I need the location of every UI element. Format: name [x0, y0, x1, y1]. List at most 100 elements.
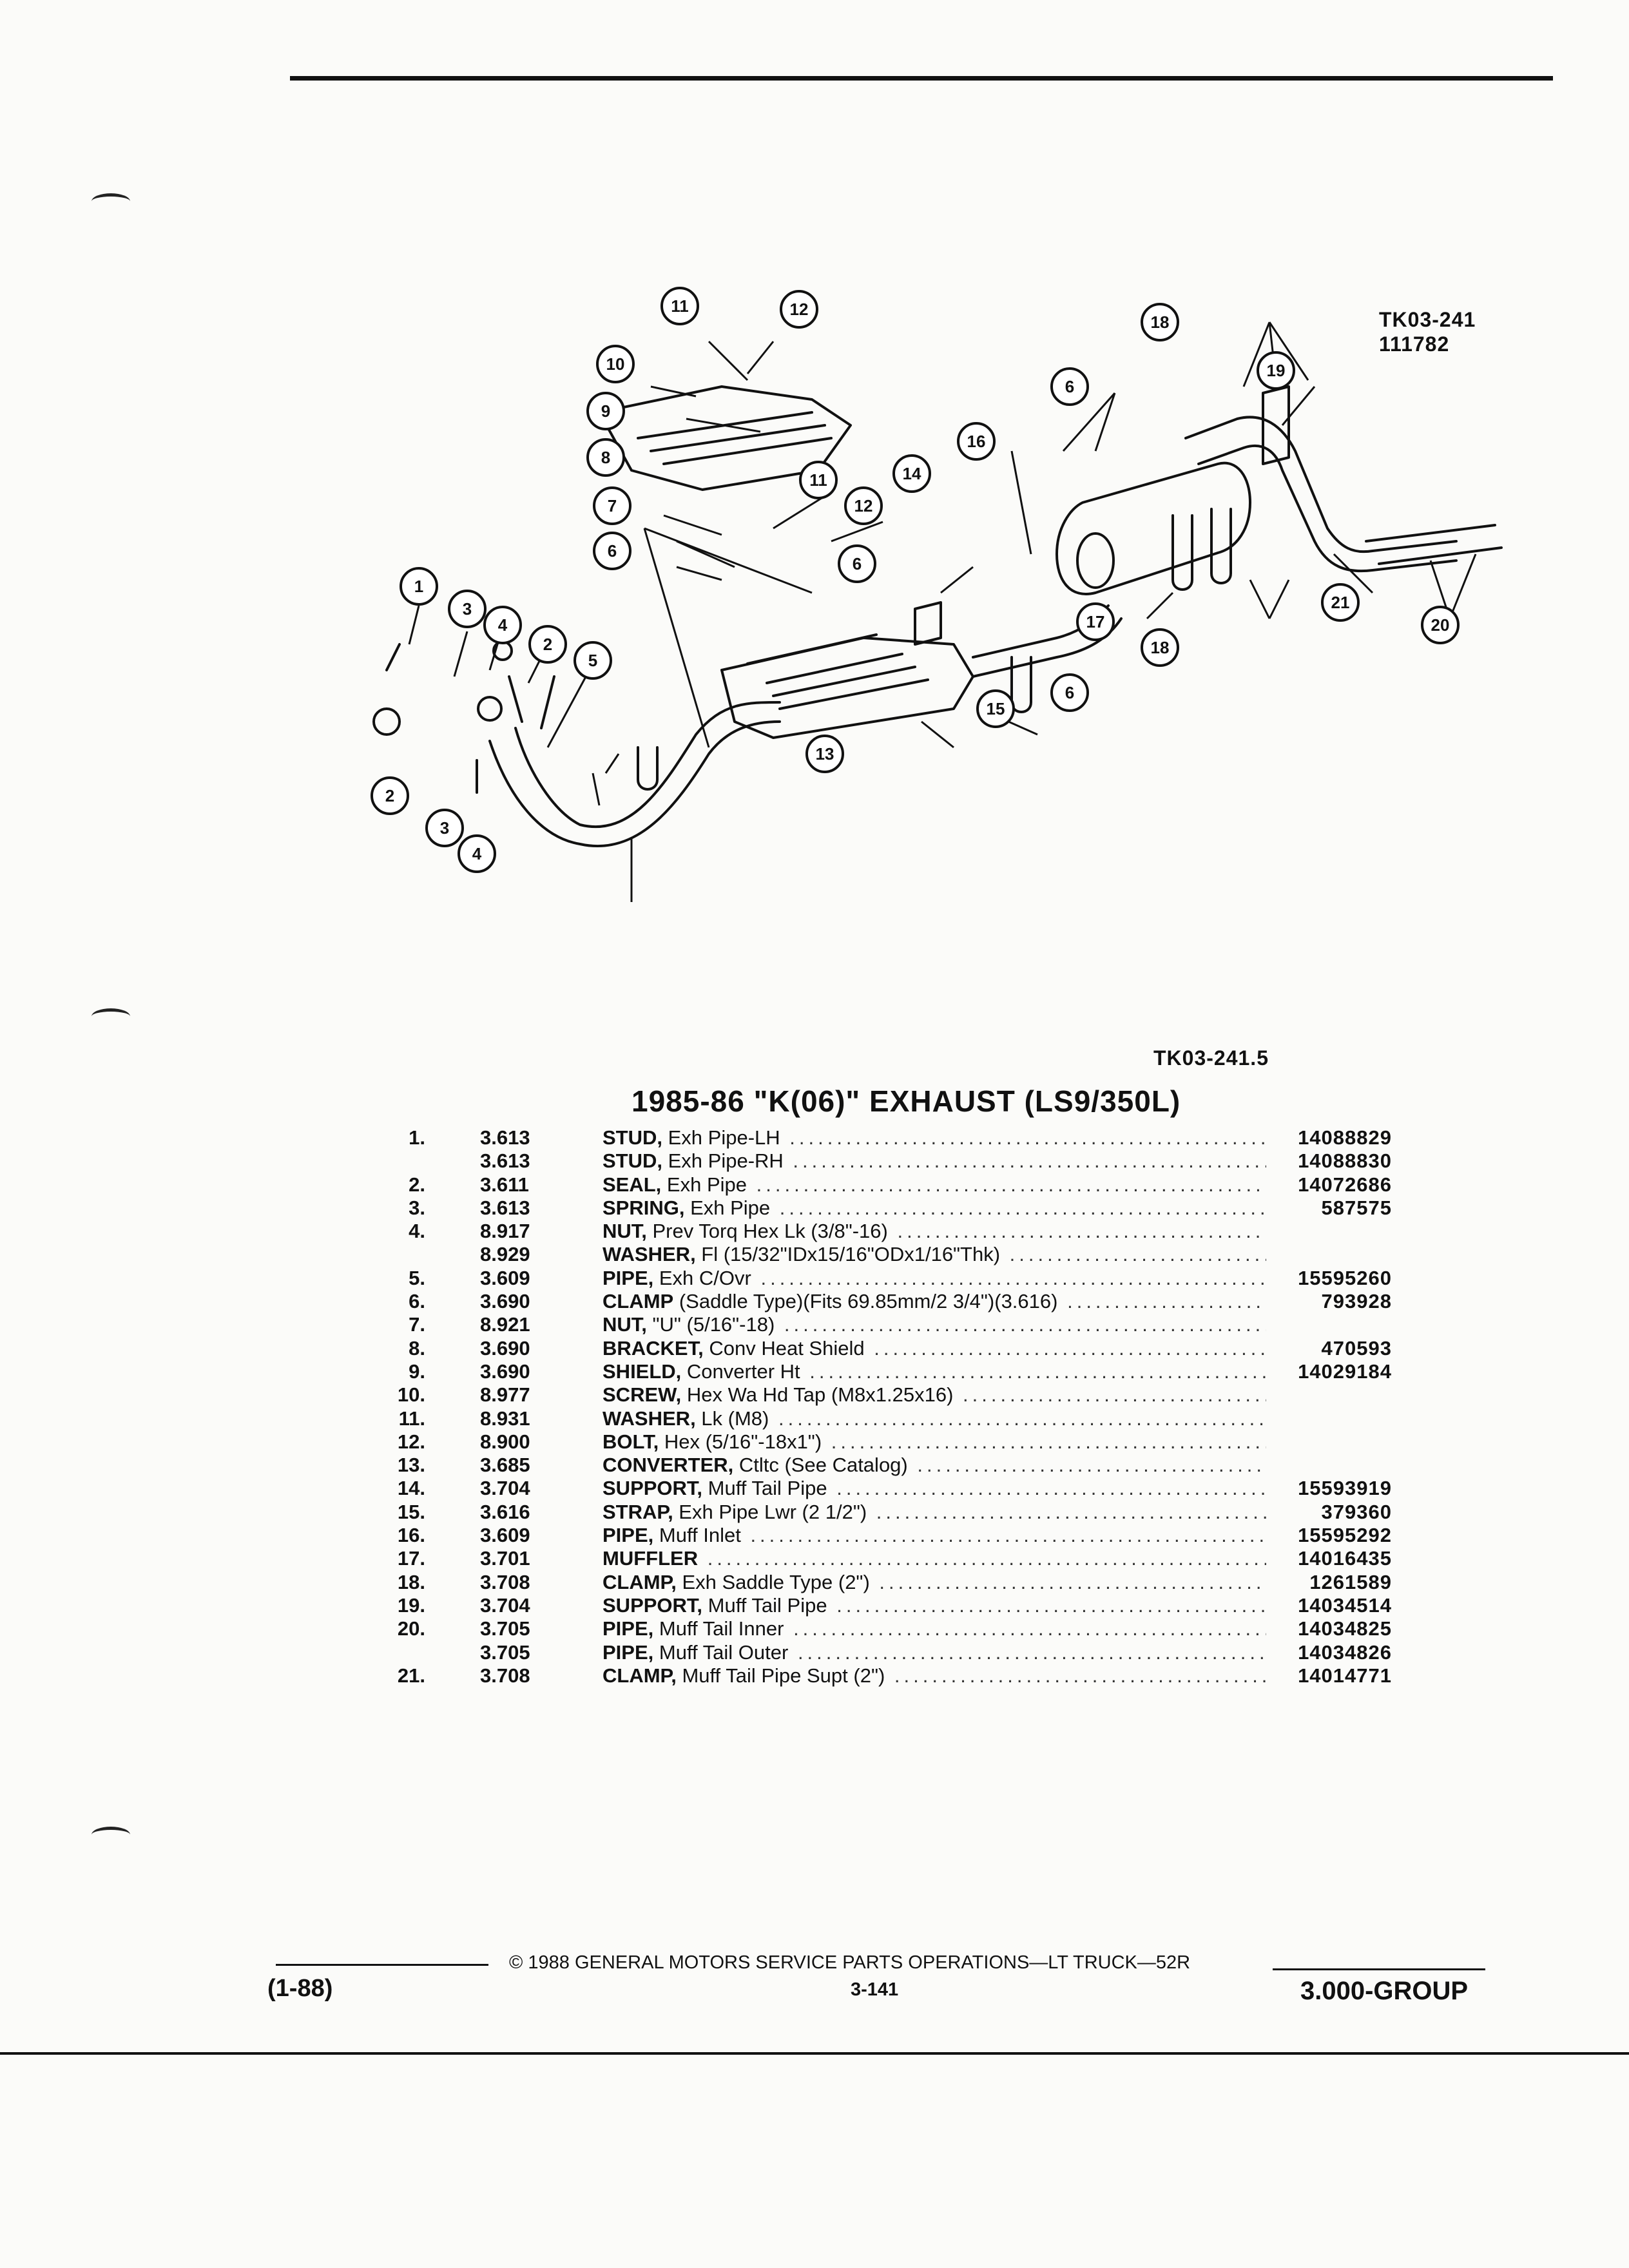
- group-number: 8.917: [480, 1220, 530, 1243]
- part-name: WASHER,: [602, 1407, 696, 1430]
- group-number: 3.708: [480, 1664, 530, 1687]
- group-number: 8.931: [480, 1407, 530, 1430]
- figure-code-bottom: TK03-241.5: [1153, 1046, 1269, 1070]
- part-description: STUD, Exh Pipe-LH ......................…: [602, 1126, 1266, 1149]
- part-description: NUT, "U" (5/16"-18) ....................…: [602, 1313, 1266, 1336]
- group-number: 3.705: [480, 1640, 530, 1664]
- callout-6: 6: [1050, 673, 1089, 712]
- part-description: CLAMP, Muff Tail Pipe Supt (2") ........…: [602, 1664, 1266, 1687]
- part-description: BOLT, Hex (5/16"-18x1") ................…: [602, 1430, 1266, 1454]
- callout-6: 6: [838, 544, 876, 583]
- item-number: 7.: [409, 1313, 425, 1336]
- part-name: STRAP,: [602, 1500, 673, 1523]
- callout-14: 14: [892, 454, 931, 493]
- binder-mark: [92, 1008, 130, 1024]
- part-number: 15595260: [1298, 1266, 1392, 1289]
- part-detail: Prev Torq Hex Lk (3/8"-16): [646, 1220, 888, 1243]
- item-number: 18.: [397, 1570, 425, 1593]
- callout-11: 11: [799, 461, 838, 499]
- leader-dots: ........................................…: [778, 1407, 1266, 1430]
- callout-12: 12: [780, 290, 818, 329]
- callout-3: 3: [425, 809, 464, 847]
- callout-6: 6: [1050, 367, 1089, 406]
- part-description: SCREW, Hex Wa Hd Tap (M8x1.25x16) ......…: [602, 1383, 1266, 1407]
- item-number: 19.: [397, 1593, 425, 1617]
- part-detail: Hex Wa Hd Tap (M8x1.25x16): [681, 1383, 954, 1407]
- part-number: 470593: [1321, 1336, 1392, 1360]
- callout-20: 20: [1421, 606, 1460, 644]
- item-number: 12.: [397, 1430, 425, 1453]
- leader-dots: ........................................…: [836, 1593, 1266, 1617]
- part-number: 587575: [1321, 1196, 1392, 1219]
- item-number: 16.: [397, 1524, 425, 1547]
- item-number: 11.: [398, 1407, 425, 1430]
- part-name: CONVERTER,: [602, 1454, 734, 1477]
- part-name: SHIELD,: [602, 1360, 682, 1383]
- svg-text:12: 12: [854, 496, 873, 515]
- item-number: 4.: [409, 1220, 425, 1243]
- part-name: CLAMP: [602, 1290, 674, 1313]
- svg-text:1: 1: [414, 577, 423, 596]
- part-detail: Muff Tail Outer: [653, 1640, 789, 1664]
- part-name: PIPE,: [602, 1640, 654, 1664]
- part-number: 14014771: [1298, 1664, 1392, 1687]
- leader-dots: ........................................…: [836, 1477, 1266, 1500]
- part-number: 379360: [1321, 1500, 1392, 1523]
- part-name: PIPE,: [602, 1524, 654, 1547]
- leader-dots: ........................................…: [809, 1360, 1266, 1383]
- svg-text:4: 4: [498, 615, 508, 635]
- svg-text:7: 7: [608, 496, 617, 515]
- callout-10: 10: [596, 345, 635, 383]
- callout-1: 1: [400, 567, 438, 606]
- part-name: PIPE,: [602, 1266, 654, 1289]
- part-description: SUPPORT, Muff Tail Pipe ................…: [602, 1594, 1266, 1617]
- leader-dots: ........................................…: [779, 1196, 1266, 1219]
- part-detail: Muff Tail Pipe Supt (2"): [676, 1664, 885, 1687]
- exhaust-exploded-diagram: 1 3 4 2 5 2 3 4 11 12 10 9 8 7 6 11 12 6…: [371, 287, 1503, 902]
- group-number: 3.609: [480, 1266, 530, 1289]
- parts-row: 21. 3.708 CLAMP, Muff Tail Pipe Supt (2") …: [335, 1664, 1392, 1687]
- callout-2: 2: [528, 625, 567, 664]
- leader-dots: ........................................…: [897, 1220, 1266, 1243]
- svg-text:6: 6: [1065, 683, 1074, 702]
- part-description: MUFFLER ................................…: [602, 1547, 1266, 1570]
- part-name: STUD,: [602, 1126, 662, 1149]
- part-detail: Fl (15/32"IDx15/16"ODx1/16"Thk): [695, 1243, 1001, 1266]
- svg-text:11: 11: [671, 296, 689, 316]
- group-number: 8.977: [480, 1383, 530, 1407]
- item-number: 15.: [397, 1500, 425, 1523]
- svg-text:11: 11: [809, 470, 827, 490]
- leader-dots: ........................................…: [797, 1640, 1266, 1664]
- part-detail: Converter Ht: [681, 1360, 800, 1383]
- part-description: CLAMP (Saddle Type)(Fits 69.85mm/2 3/4")…: [602, 1290, 1266, 1313]
- group-number: 3.611: [480, 1173, 529, 1196]
- leader-dots: ........................................…: [831, 1430, 1266, 1453]
- leader-dots: ........................................…: [917, 1454, 1266, 1477]
- part-number: 14072686: [1298, 1173, 1392, 1196]
- part-number: 14088829: [1298, 1126, 1392, 1149]
- callout-19: 19: [1257, 351, 1295, 390]
- item-number: 10.: [397, 1383, 425, 1407]
- bottom-rule: [0, 2052, 1629, 2055]
- leader-dots: ........................................…: [894, 1664, 1266, 1687]
- part-name: SCREW,: [602, 1383, 682, 1407]
- part-detail: Exh Pipe: [661, 1173, 747, 1196]
- page-number: 3-141: [851, 1979, 899, 2000]
- item-number: 21.: [397, 1664, 425, 1687]
- leader-dots: ........................................…: [707, 1547, 1266, 1570]
- part-description: PIPE, Exh C/Ovr ........................…: [602, 1267, 1266, 1290]
- callout-4: 4: [483, 606, 522, 644]
- group-label: 3.000-GROUP: [1300, 1977, 1469, 2005]
- part-detail: Muff Tail Pipe: [702, 1477, 827, 1500]
- part-description: WASHER, Lk (M8) ........................…: [602, 1407, 1266, 1430]
- svg-text:16: 16: [967, 432, 986, 451]
